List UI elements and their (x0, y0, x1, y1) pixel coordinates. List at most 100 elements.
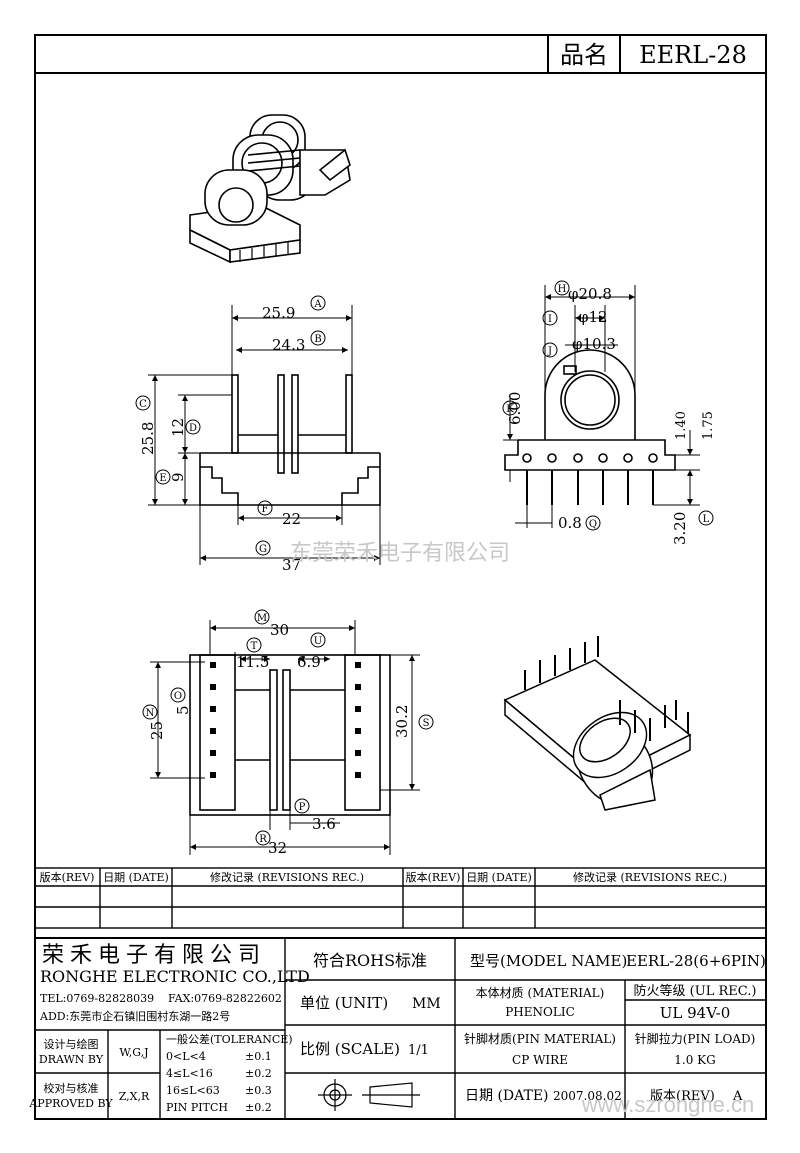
watermark-text: 东莞荣禾电子有限公司 (290, 540, 510, 565)
title-block: 荣禾电子有限公司 RONGHE ELECTRONIC CO.,LTD TEL:0… (28, 937, 766, 1119)
svg-text:F: F (262, 504, 269, 515)
dim-175-value: 1.75 (701, 411, 716, 440)
dim-h-value: φ20.8 (568, 285, 612, 303)
svg-text:O: O (174, 691, 182, 702)
svg-text:D: D (189, 423, 197, 434)
rev-header-4: 版本(REV) (406, 870, 461, 884)
date-label: 日期 (DATE) (465, 1088, 549, 1104)
tolerance-title: 一般公差(TOLERANCE) (166, 1032, 293, 1046)
dim-b-value: 24.3 (272, 336, 305, 354)
header-block: 品名 EERL-28 (35, 35, 766, 74)
rev-header-5: 日期 (DATE) (466, 871, 532, 884)
dim-c-value: 25.8 (139, 422, 157, 455)
model-label: 型号(MODEL NAME) (470, 952, 627, 970)
svg-text:C: C (139, 399, 147, 410)
tolerance-value-4: ±0.2 (245, 1101, 272, 1114)
pin-material-value: CP WIRE (512, 1053, 568, 1067)
approved-label-cn: 校对与核准 (44, 1081, 99, 1095)
bottom-view: 30 11.5 6.9 5 25 30.2 3.6 32 MT UO NS PR (142, 609, 434, 857)
unit-label: 单位 (UNIT) (300, 994, 388, 1012)
scale-value: 1/1 (408, 1043, 429, 1058)
pin-load-value: 1.0 KG (674, 1053, 715, 1067)
rev-header-1: 版本(REV) (40, 870, 95, 884)
drawn-value: W,G,J (119, 1046, 148, 1059)
dim-s-value: 30.2 (393, 705, 411, 738)
material-label: 本体材质 (MATERIAL) (476, 986, 605, 1000)
svg-text:N: N (146, 708, 155, 719)
company-fax: FAX:0769-82822602 (168, 992, 282, 1005)
ul-label: 防火等级 (UL REC.) (634, 983, 757, 999)
dim-d-value: 12 (169, 418, 187, 437)
iso-view-bottom (503, 636, 692, 811)
dim-p-value: 3.6 (312, 815, 336, 833)
company-tel: TEL:0769-82828039 (40, 992, 154, 1005)
pin-load-label: 针脚拉力(PIN LOAD) (635, 1031, 756, 1046)
scale-label: 比例 (SCALE) (300, 1040, 400, 1058)
sheet-border (34, 34, 767, 1120)
unit-value: MM (412, 996, 441, 1012)
tolerance-value-2: ±0.2 (245, 1067, 272, 1080)
dim-i-value: φ12 (578, 308, 608, 326)
dim-k-value: 6.00 (506, 392, 524, 425)
svg-text:T: T (251, 641, 258, 652)
dim-u-value: 6.9 (297, 653, 321, 671)
material-value: PHENOLIC (505, 1005, 575, 1019)
iso-view-top (189, 114, 351, 264)
svg-text:R: R (259, 834, 267, 845)
dim-q-value: 0.8 (558, 514, 582, 532)
product-label: 品名 (560, 41, 608, 69)
watermark-corner: www.szronghe.cn (581, 1092, 754, 1117)
dim-g-value: 37 (282, 556, 301, 574)
projection-symbol-icon (318, 1079, 420, 1111)
approved-value: Z,X,R (119, 1090, 150, 1103)
dim-j-value: φ10.3 (572, 335, 616, 353)
approved-label-en: APPROVED BY (28, 1097, 113, 1110)
dim-a-value: 25.9 (262, 304, 295, 322)
svg-text:B: B (314, 334, 321, 345)
dim-l-value: 3.20 (671, 512, 689, 545)
svg-text:E: E (159, 473, 166, 484)
svg-text:S: S (423, 718, 430, 729)
pin-material-label: 针脚材质(PIN MATERIAL) (464, 1031, 616, 1046)
dim-r-value: 32 (268, 839, 287, 857)
svg-text:M: M (257, 613, 267, 624)
dim-callout-circles (135, 295, 326, 556)
svg-text:U: U (314, 636, 322, 647)
ul-value: UL 94V-0 (660, 1004, 731, 1022)
svg-text:Q: Q (589, 519, 597, 530)
tolerance-range-4: PIN PITCH (166, 1101, 228, 1114)
revision-table: 版本(REV) 日期 (DATE) 修改记录 (REVISIONS REC.) … (34, 867, 767, 929)
product-name: EERL-28 (639, 41, 747, 69)
rev-header-6: 修改记录 (REVISIONS REC.) (573, 870, 727, 884)
date-value: 2007.08.02 (553, 1089, 622, 1103)
dim-o-value: 5 (174, 705, 192, 715)
svg-text:L: L (703, 514, 710, 525)
dim-f-value: 22 (282, 510, 301, 528)
model-value: EERL-28(6+6PIN) (626, 952, 766, 970)
side-view: φ20.8 φ12 φ10.3 6.00 0.8 3.20 1.40 1.75 … (502, 280, 716, 545)
svg-text:J: J (547, 346, 552, 357)
rev-header-2: 日期 (DATE) (103, 871, 169, 884)
tolerance-range-3: 16≤L<63 (166, 1084, 220, 1097)
tolerance-value-1: ±0.1 (245, 1050, 272, 1063)
company-name-en: RONGHE ELECTRONIC CO.,LTD (40, 967, 310, 986)
tolerance-range-2: 4≤L<16 (166, 1067, 213, 1080)
dim-e-value: 9 (169, 472, 187, 482)
svg-text:A: A (313, 299, 322, 310)
svg-text:P: P (299, 802, 306, 813)
dim-140-value: 1.40 (674, 411, 689, 440)
drawn-label-en: DRAWN BY (39, 1053, 104, 1066)
front-view: 25.9 24.3 25.8 12 9 22 37 AB CD EF G (135, 295, 381, 574)
company-address: ADD:东莞市企石镇旧围村东湖一路2号 (39, 1009, 230, 1023)
drawn-label-cn: 设计与绘图 (44, 1037, 99, 1051)
rev-header-3: 修改记录 (REVISIONS REC.) (210, 870, 364, 884)
tolerance-range-1: 0<L<4 (166, 1050, 206, 1063)
rev-value: A (732, 1089, 743, 1104)
svg-text:I: I (548, 314, 552, 325)
rohs-label: 符合ROHS标准 (313, 951, 427, 970)
dim-m-value: 30 (270, 621, 289, 639)
svg-text:K: K (506, 404, 514, 415)
tolerance-value-3: ±0.3 (245, 1084, 272, 1097)
dim-t-value: 11.5 (236, 653, 269, 671)
